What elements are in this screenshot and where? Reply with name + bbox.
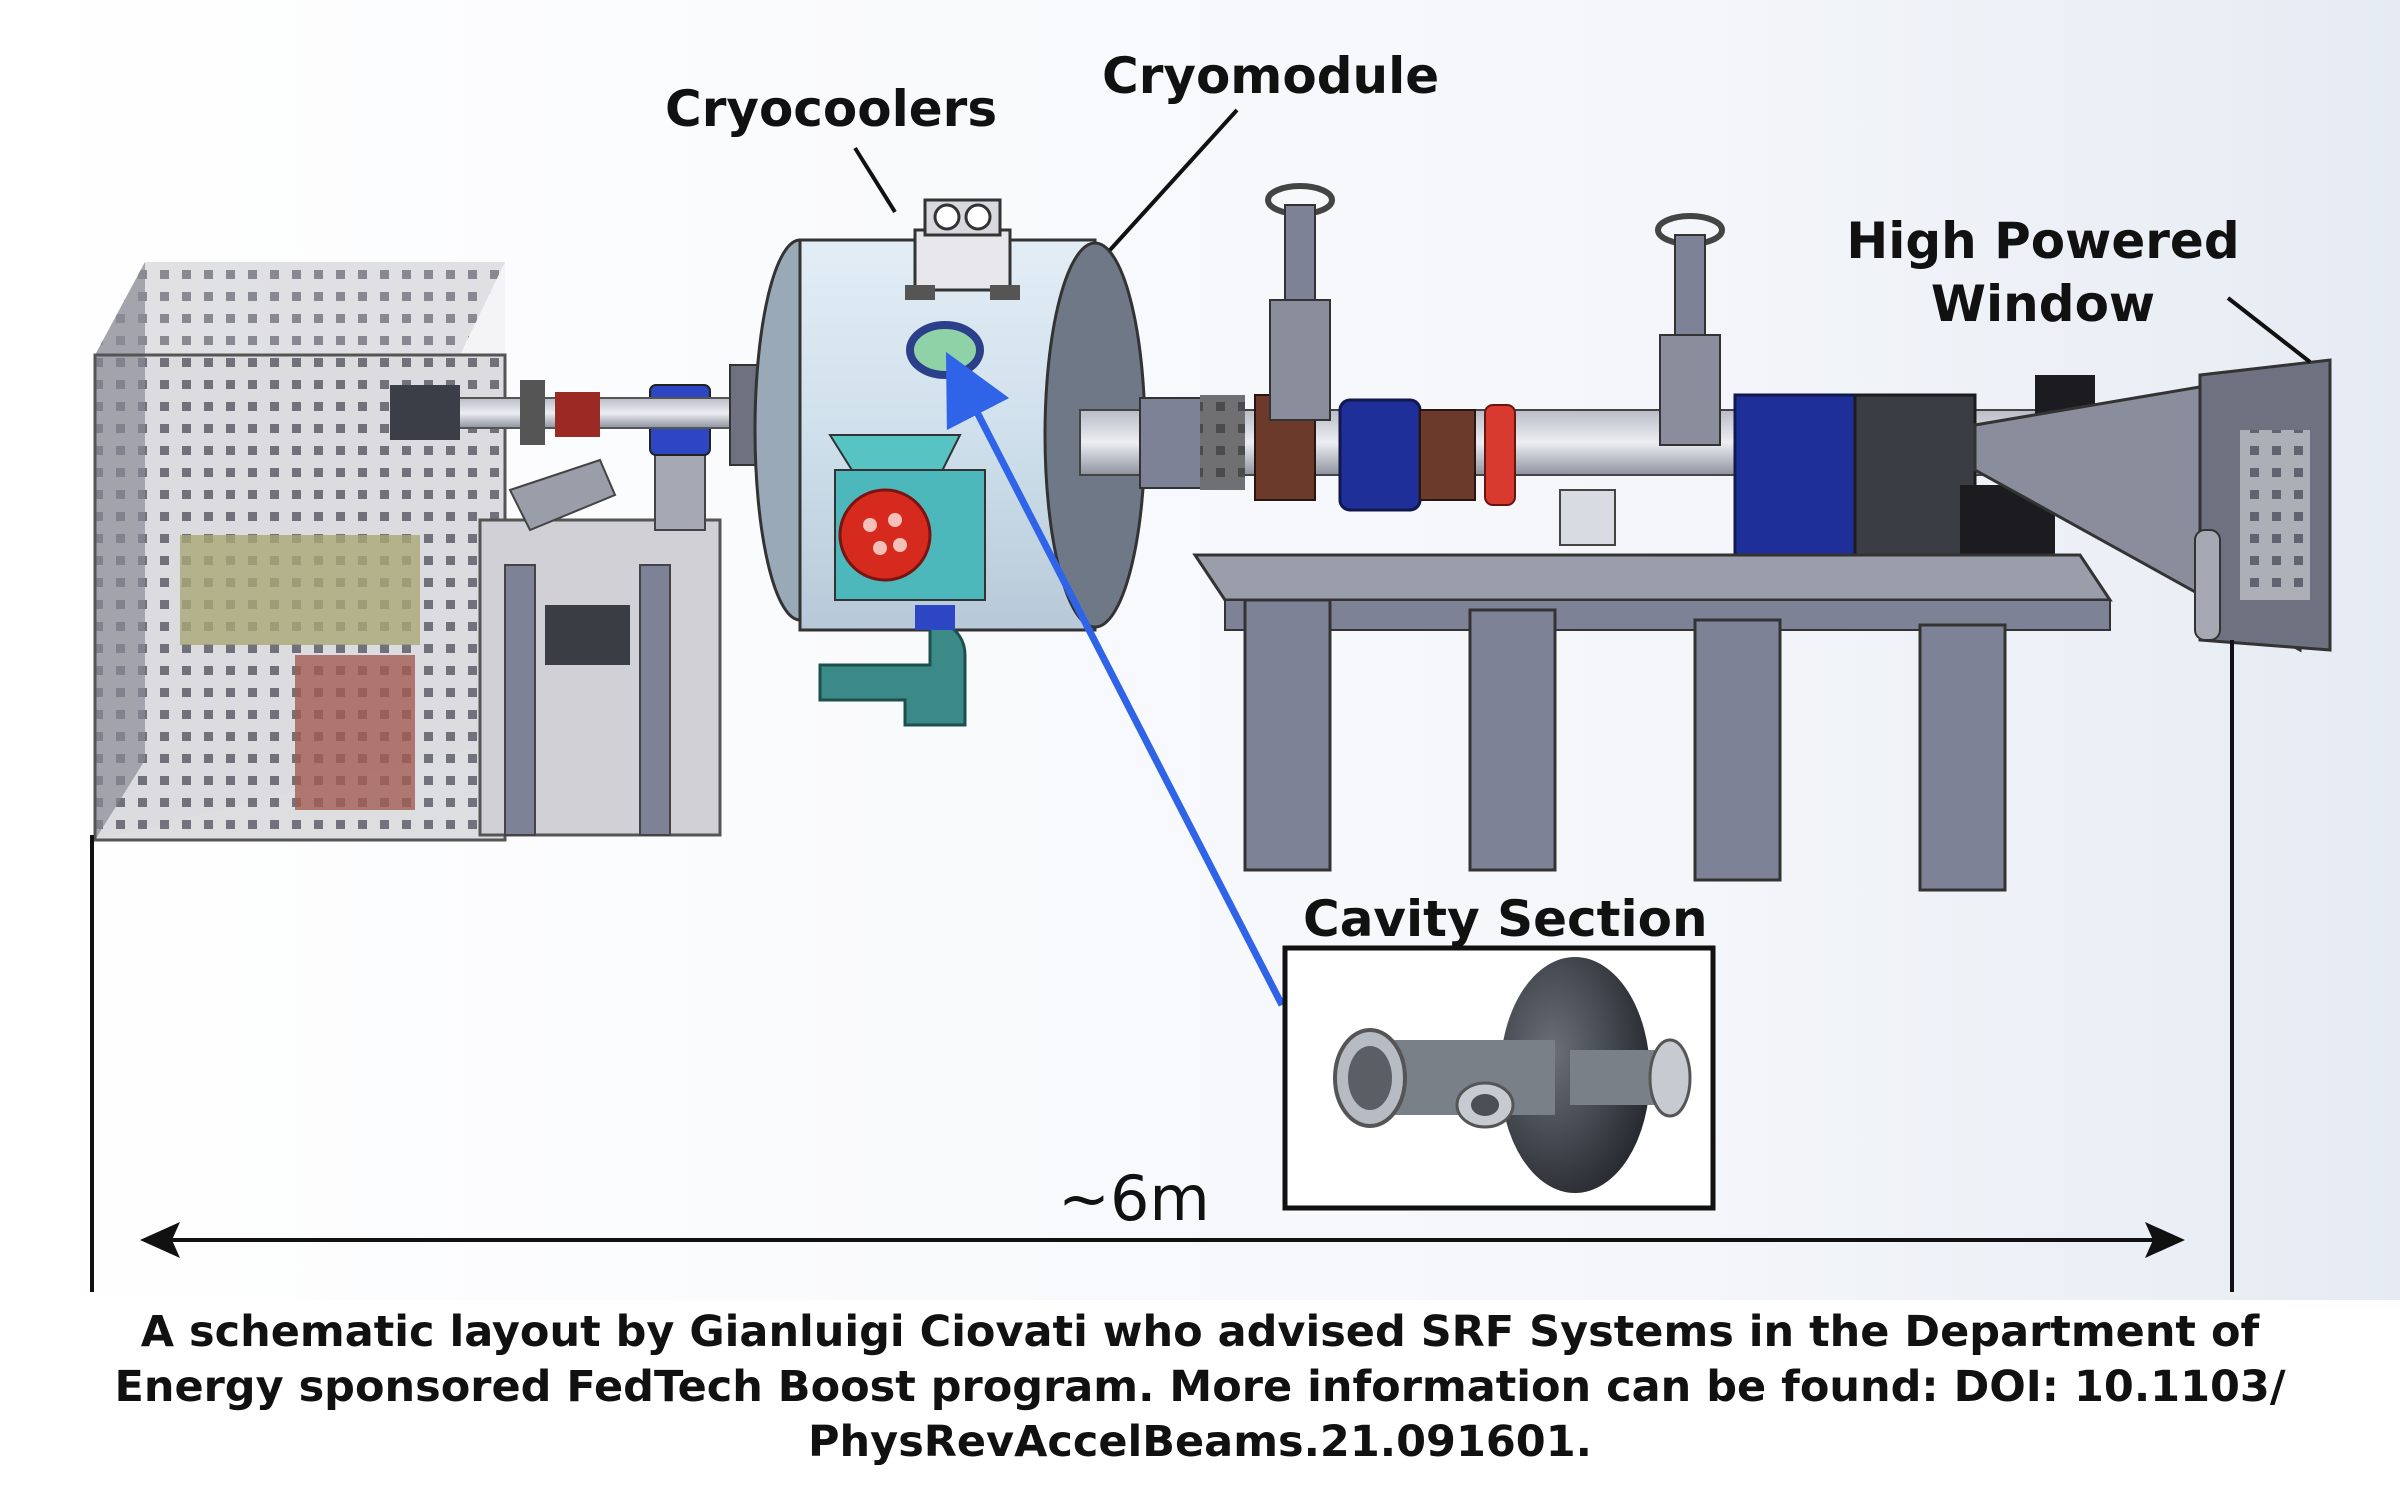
cryomodule — [753, 238, 1147, 727]
output-beamline — [1079, 375, 2095, 600]
cryocoolers — [905, 198, 1020, 300]
dimension-label: ~6m — [1058, 1162, 1210, 1235]
figure-caption: A schematic layout by Gianluigi Ciovati … — [0, 1305, 2400, 1470]
window-label-line2: Window — [1930, 274, 2156, 333]
input-beamline — [390, 364, 761, 466]
waveguide-couplers — [1265, 183, 1725, 446]
viewport — [906, 321, 984, 379]
caption-line-3: PhysRevAccelBeams.21.091601. — [808, 1417, 1592, 1468]
cryomodule-leader — [1108, 108, 1239, 252]
cage-enclosure — [93, 262, 507, 842]
dimension-indicator — [90, 640, 2234, 1292]
cryocoolers-leader — [853, 146, 897, 214]
equipment-box-red — [295, 655, 415, 810]
equipment-box-yellow — [180, 535, 420, 645]
leader-lines — [853, 108, 2312, 1007]
dimension-arrow-right — [2145, 1222, 2185, 1258]
cryomodule-label: Cryomodule — [1102, 47, 1440, 105]
left-stand — [478, 384, 722, 837]
high-powered-window-label: High Powered Window — [1843, 210, 2243, 335]
caption-line-2: Energy sponsored FedTech Boost program. … — [114, 1362, 2286, 1413]
high-powered-window — [1973, 358, 2332, 653]
support-table — [1192, 553, 2113, 892]
cavity-pointer-arrow — [945, 351, 1286, 1007]
cryocoolers-label: Cryocoolers — [665, 80, 998, 138]
cavity-section-inset — [1282, 945, 1716, 1211]
window-leader — [2226, 296, 2312, 364]
cavity-section-label: Cavity Section — [1303, 890, 1708, 948]
dimension-arrow-left — [140, 1222, 180, 1258]
window-label-line1: High Powered — [1846, 212, 2240, 270]
caption-line-1: A schematic layout by Gianluigi Ciovati … — [140, 1307, 2260, 1357]
